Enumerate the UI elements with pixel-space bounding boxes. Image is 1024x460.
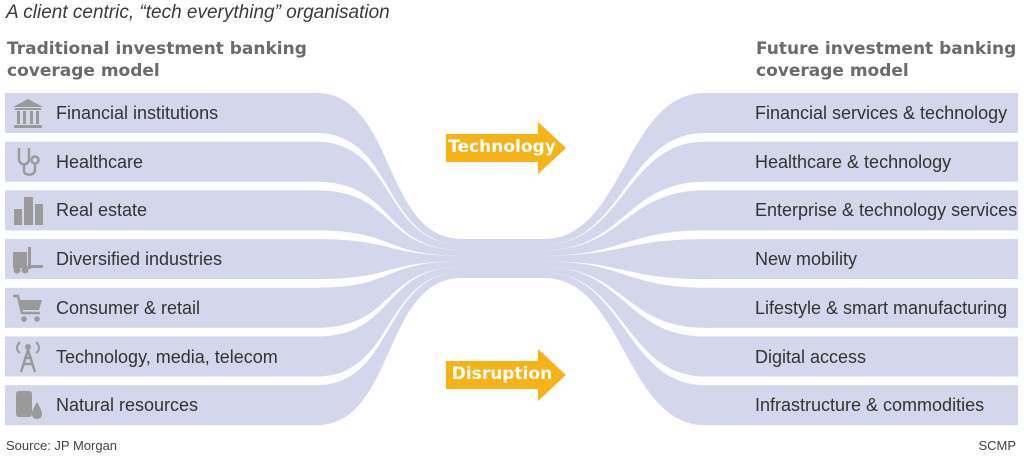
left-row-band (5, 141, 317, 182)
technology-arrow (446, 122, 566, 174)
left-flow-band (316, 261, 462, 328)
right-item-label: Digital access (755, 346, 867, 367)
right-item-label: Financial services & technology (755, 103, 1008, 123)
bank-icon (13, 99, 43, 128)
left-flow-band (316, 93, 462, 245)
right-row-band (704, 336, 1018, 377)
right-item-label: New mobility (755, 249, 858, 270)
left-item-label: Consumer & retail (56, 297, 201, 318)
left-row-band (5, 385, 317, 426)
right-flow-band (544, 141, 705, 251)
right-flow-band (544, 261, 705, 328)
right-row-band (704, 239, 1018, 280)
left-item-label: Healthcare (56, 151, 144, 172)
traditional-model-heading: Traditional investment banking coverage … (7, 38, 307, 82)
left-item-label: Technology, media, telecom (56, 346, 278, 367)
right-flow-band (544, 190, 705, 256)
left-row-band (5, 287, 317, 328)
right-flow-band (544, 272, 705, 426)
future-model-heading: Future investment banking coverage model (756, 38, 1016, 82)
left-item-label: Natural resources (56, 395, 199, 416)
disruption-arrow-label: Disruption (451, 364, 553, 384)
right-heading-line-2: coverage model (756, 61, 909, 81)
shopping-cart-icon (13, 294, 42, 322)
right-row-band (704, 287, 1018, 328)
antenna-icon (16, 340, 40, 372)
left-item-label: Financial institutions (56, 103, 219, 123)
left-row-band (5, 190, 317, 231)
central-channel (461, 239, 545, 278)
left-flow-band (316, 272, 462, 426)
right-flow-band (544, 266, 705, 377)
left-heading-line-2: coverage model (7, 61, 160, 81)
publisher-credit: SCMP (978, 438, 1016, 453)
page-title: A client centric, “tech everything” orga… (6, 2, 390, 23)
right-item-label: Healthcare & technology (755, 151, 952, 172)
source-note: Source: JP Morgan (6, 438, 118, 453)
left-flow-band (316, 141, 462, 251)
disruption-arrow (446, 349, 566, 401)
right-row-band (704, 190, 1018, 231)
oil-drop-icon (16, 391, 42, 420)
right-flow-band (544, 239, 705, 280)
left-item-label: Real estate (56, 200, 148, 221)
right-item-label: Enterprise & technology services (755, 200, 1018, 221)
right-flow-band (544, 93, 705, 245)
right-item-label: Lifestyle & smart manufacturing (755, 297, 1008, 318)
right-item-label: Infrastructure & commodities (755, 395, 985, 416)
left-row-band (5, 239, 317, 280)
stethoscope-icon (17, 147, 40, 176)
left-row-band (5, 93, 317, 133)
forklift-icon (13, 247, 43, 274)
technology-arrow-label: Technology (448, 137, 556, 157)
right-row-band (704, 385, 1018, 426)
buildings-icon (14, 197, 43, 226)
right-heading-line-1: Future investment banking (756, 39, 1017, 59)
right-row-band (704, 93, 1018, 133)
left-item-label: Diversified industries (56, 249, 223, 270)
left-heading-line-1: Traditional investment banking (7, 39, 307, 59)
left-row-band (5, 336, 317, 377)
left-flow-band (316, 190, 462, 256)
left-flow-band (316, 266, 462, 377)
left-flow-band (316, 239, 462, 280)
right-row-band (704, 141, 1018, 182)
